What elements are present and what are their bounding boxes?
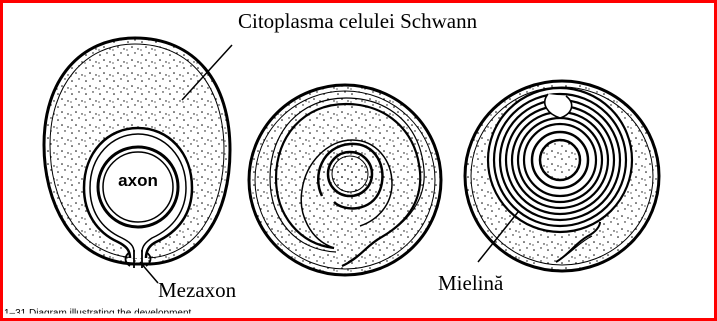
- label-mesaxon: Mezaxon: [158, 278, 236, 303]
- axon-2: [328, 152, 372, 196]
- stage-2-schwann-cell: [249, 85, 441, 275]
- label-schwann-cytoplasm: Citoplasma celulei Schwann: [238, 9, 477, 34]
- axon-3: [540, 140, 580, 180]
- label-myelin: Mielină: [438, 271, 503, 296]
- label-axon: axon: [106, 171, 170, 191]
- stage-1-schwann-cell: [44, 38, 230, 268]
